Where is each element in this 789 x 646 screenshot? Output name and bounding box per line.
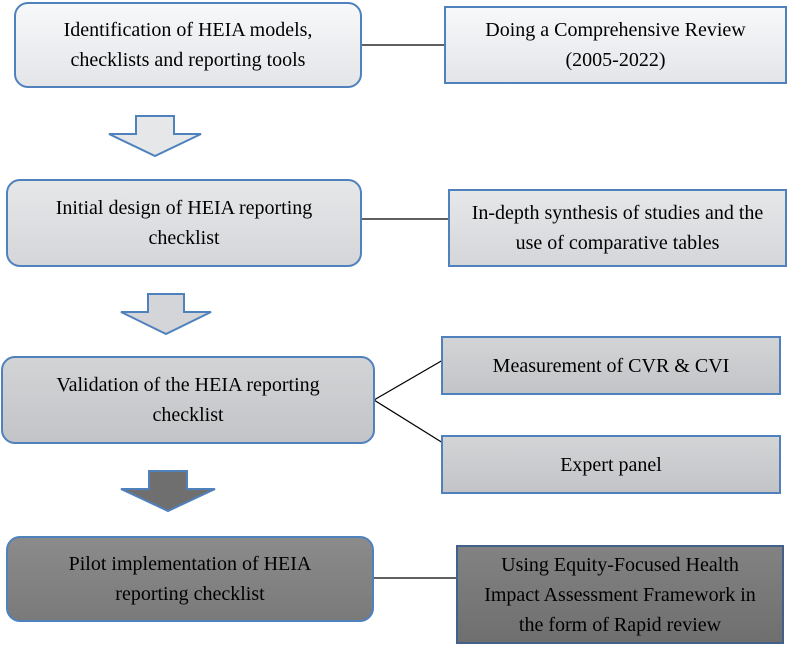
connector-step3-detail4 — [373, 399, 444, 444]
detail-label: In-depth synthesis of studies and the us… — [471, 202, 764, 254]
detail-label: Doing a Comprehensive Review (2005-2022) — [485, 19, 746, 71]
step-label: Validation of the HEIA reporting checkli… — [56, 374, 320, 426]
step-label: Initial design of HEIA reporting checkli… — [55, 197, 313, 249]
connector-step3-detail3 — [373, 359, 444, 401]
detail-box-rapid-review: Using Equity-Focused Health Impact Asses… — [456, 545, 784, 644]
step-label: Pilot implementation of HEIA reporting c… — [68, 553, 312, 605]
step-box-pilot: Pilot implementation of HEIA reporting c… — [6, 536, 374, 622]
step-label: Identification of HEIA models, checklist… — [63, 19, 313, 71]
detail-label: Expert panel — [560, 453, 662, 476]
step-box-identification: Identification of HEIA models, checklist… — [14, 2, 362, 88]
detail-box-expert-panel: Expert panel — [441, 435, 781, 494]
down-arrow-1 — [108, 115, 202, 158]
detail-label: Measurement of CVR & CVI — [492, 354, 730, 377]
down-arrow-2 — [120, 293, 212, 336]
detail-box-comprehensive-review: Doing a Comprehensive Review (2005-2022) — [444, 6, 787, 84]
detail-box-cvr-cvi: Measurement of CVR & CVI — [441, 336, 781, 395]
down-arrow-3 — [120, 470, 216, 513]
step-box-initial-design: Initial design of HEIA reporting checkli… — [6, 179, 362, 267]
detail-box-synthesis: In-depth synthesis of studies and the us… — [448, 189, 787, 267]
detail-label: Using Equity-Focused Health Impact Asses… — [484, 553, 756, 636]
step-box-validation: Validation of the HEIA reporting checkli… — [1, 356, 375, 444]
